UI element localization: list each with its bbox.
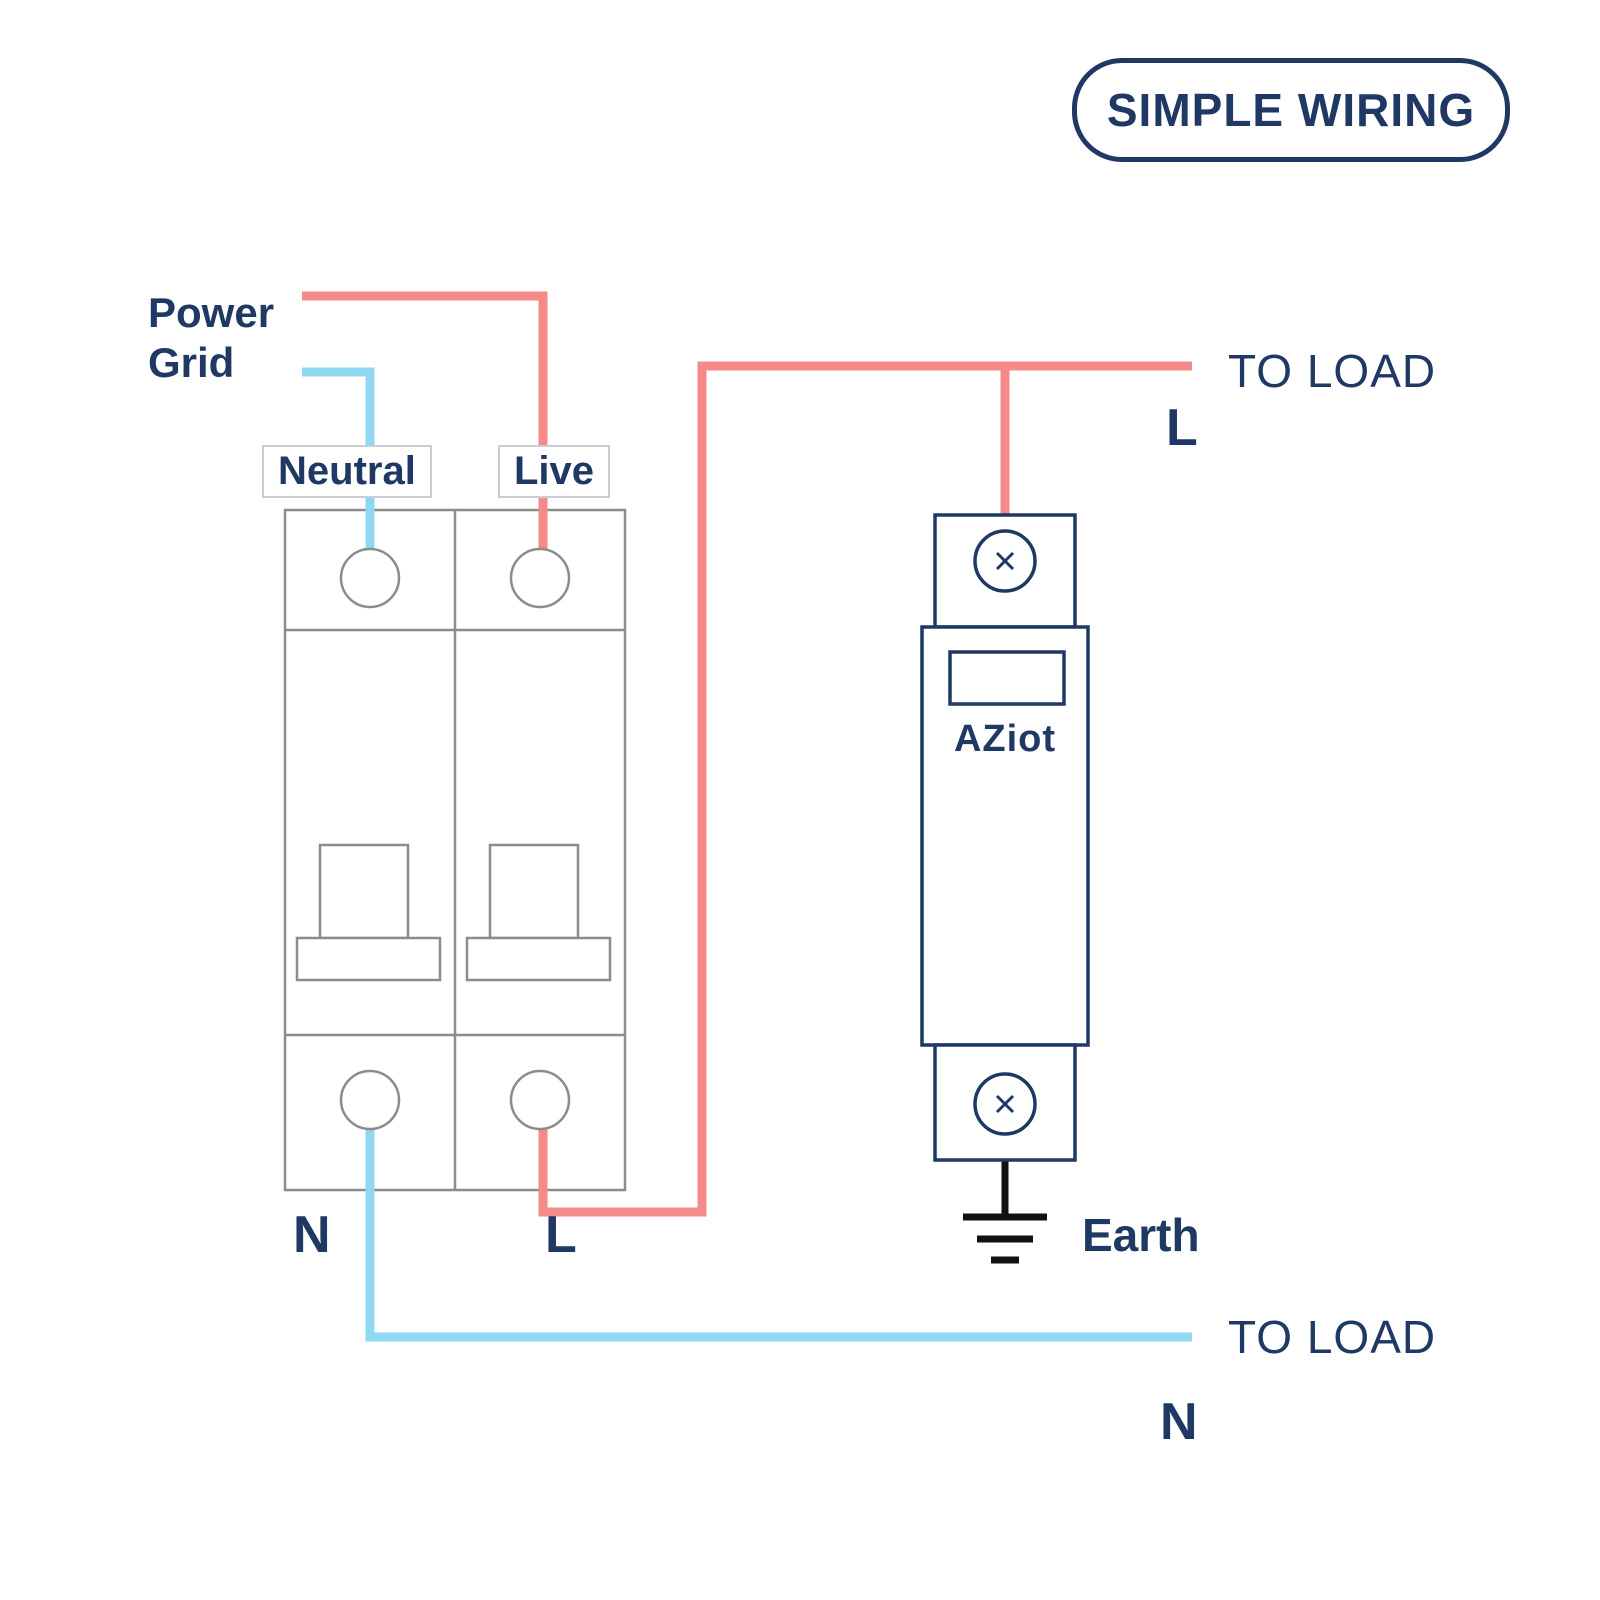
live-terminal-label: Live: [498, 445, 611, 498]
breaker-toggle-right-base: [465, 936, 612, 982]
breaker-toggle-left[interactable]: [318, 843, 410, 940]
power-grid-label: Power Grid: [148, 288, 274, 387]
spd-device: [920, 513, 1090, 1162]
circuit-breaker: [283, 508, 627, 1192]
power-grid-line2: Grid: [148, 338, 235, 386]
earth-label: Earth: [1082, 1209, 1200, 1261]
breaker-l-output-label: L: [545, 1206, 577, 1264]
earth-ground-symbol: [963, 1160, 1047, 1264]
to-load-top-phase-label: L: [1166, 399, 1198, 457]
neutral-terminal-label: Neutral: [262, 445, 432, 498]
to-load-bottom-label: TO LOAD: [1228, 1311, 1437, 1363]
spd-terminal-cross-marks: [995, 551, 1015, 1114]
breaker-terminals: [339, 547, 571, 1131]
power-grid-line1: Power: [148, 289, 275, 336]
spd-brand-logo: AZiot: [953, 718, 1057, 760]
breaker-n-output-label: N: [293, 1206, 331, 1264]
neutral-top-terminal[interactable]: [339, 547, 401, 609]
to-load-bottom-phase-label: N: [1160, 1393, 1198, 1451]
simple-wiring-badge: SIMPLE WIRING: [1072, 58, 1510, 162]
badge-title: SIMPLE WIRING: [1106, 84, 1476, 136]
neutral-output-wire: [365, 1129, 1192, 1342]
live-output-wire: [538, 361, 1192, 1217]
live-top-terminal[interactable]: [509, 547, 571, 609]
breaker-toggle-left-base: [295, 936, 442, 982]
breaker-toggle-right[interactable]: [488, 843, 580, 940]
neutral-bottom-terminal[interactable]: [339, 1069, 401, 1131]
live-bottom-terminal[interactable]: [509, 1069, 571, 1131]
to-load-top-label: TO LOAD: [1228, 345, 1437, 397]
spd-display-window: [948, 650, 1066, 706]
